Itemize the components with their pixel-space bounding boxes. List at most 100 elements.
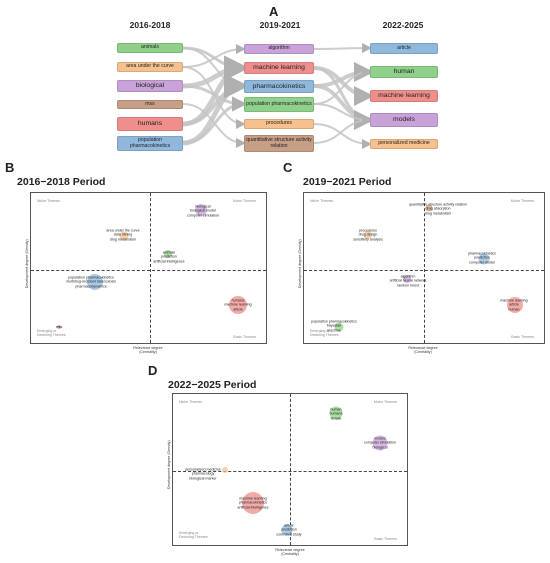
bubble-label-line: machine learning <box>239 496 267 501</box>
motor-label: Motor Themes <box>232 199 256 203</box>
niche-label: Niche Themes <box>37 199 61 203</box>
sankey-col-head-1: 2016-2018 <box>129 20 171 30</box>
panel-d-plot: Niche Themes Motor Themes Emerging or De… <box>172 393 408 546</box>
bubble-label-line: controlled study <box>276 532 302 537</box>
sankey-node: pharmacokinetics <box>244 80 314 93</box>
sankey-node: biological <box>117 80 183 92</box>
bubble-label: quantitative structure activity relation… <box>409 203 467 216</box>
theme-bubble <box>87 274 103 290</box>
theme-bubble <box>195 204 207 216</box>
bubble-label-line: drug absorption <box>425 206 451 211</box>
y-axis-label: Development degree (Density) <box>297 239 302 289</box>
bubble-label-line: animals <box>162 250 176 255</box>
theme-bubble <box>425 204 433 212</box>
bubble-label-line: female <box>330 416 342 421</box>
sankey-node: population pharmacokinetics <box>117 136 183 151</box>
bubble-label-line: machine learning <box>224 302 252 307</box>
bubble-label-line: article <box>233 307 243 312</box>
bubble-label-line: human <box>330 407 342 412</box>
bubble-label-line: article <box>509 302 519 307</box>
bubble-label-line: bayesian <box>326 323 342 328</box>
bubble-label-line: artificial neural network <box>389 278 427 283</box>
node-label: procedures <box>266 120 292 127</box>
bubble-label-line: multidrug-resistant tuberculosis <box>66 279 116 284</box>
bubble-label-line: algorithm <box>400 274 416 279</box>
bubble-label-line: procedures <box>359 228 377 233</box>
theme-bubble <box>478 253 490 265</box>
bubble-label-line: quantitative structure activity relation <box>408 202 468 207</box>
bubble-label-line: pharmacokinetics <box>239 500 267 505</box>
x-divider <box>150 193 151 343</box>
flow <box>313 43 372 54</box>
sankey-node: area under the curve <box>117 62 183 72</box>
bubble-label-line: humans <box>329 411 343 416</box>
bubble-label-line: population pharmacokinetics <box>68 275 114 280</box>
basic-label: Basic Themes <box>511 334 534 339</box>
node-label: biological <box>135 82 165 90</box>
panel-c-plot: Niche Themes Motor Themes Emerging or De… <box>303 192 545 344</box>
theme-bubble <box>222 467 228 473</box>
bubble-label-line: article <box>284 523 294 528</box>
flow <box>313 123 372 149</box>
y-axis-label: Development degree (Density) <box>166 440 171 490</box>
bubble-label-line: pharmacokinetics <box>468 251 496 256</box>
node-label: models <box>393 116 415 124</box>
bubble-label: mss <box>56 325 63 329</box>
flow <box>313 115 372 144</box>
theme-bubble <box>242 492 264 514</box>
panel-b-letter: B <box>5 160 15 175</box>
bubble-label-line: biological <box>372 445 388 450</box>
theme-bubble <box>57 325 61 329</box>
node-label: personalized medicine <box>378 140 430 147</box>
bubble-label-line: prediction <box>161 254 177 259</box>
sankey-node: population pharmacokinetics <box>244 97 314 112</box>
panel-b-plot: Niche Themes Motor Themes Emerging or De… <box>30 192 267 344</box>
panel-d-title: 2022−2025 Period <box>168 379 257 391</box>
bubble-label-line: computer simulation <box>186 213 220 218</box>
bubble-label-line: human <box>508 307 520 312</box>
bubble-label-line: biological marker <box>189 476 217 481</box>
panel-c-title: 2019−2021 Period <box>303 176 392 188</box>
node-label: area under the curve <box>126 63 174 70</box>
bubble-label-line: population pharmacokinetics <box>311 319 357 324</box>
node-label: machine learning <box>253 64 305 72</box>
y-divider <box>304 270 544 271</box>
theme-bubble <box>372 435 388 451</box>
bubble-label-line: data mining <box>113 232 133 237</box>
sankey-node: models <box>370 113 438 127</box>
bubble-label-line: machine <box>327 328 341 333</box>
theme-bubble <box>329 406 343 420</box>
sankey-node: machine learning <box>370 90 438 102</box>
bubble-label-line: drug metabolism <box>109 237 137 242</box>
bubble-label-line: computer simulation <box>363 440 397 445</box>
x-axis-label: Relevance degree (Centrality) <box>408 346 438 355</box>
flow <box>182 44 246 68</box>
flow <box>313 67 372 105</box>
motor-label: Motor Themes <box>510 199 534 203</box>
basic-label: Basic Themes <box>374 536 397 541</box>
sankey-flows <box>182 43 374 149</box>
sankey-node: human <box>370 66 438 78</box>
sankey-node: procedures <box>244 119 314 129</box>
bubble-label-line: pharmacology <box>191 471 215 476</box>
panel-c-letter: C <box>283 160 293 175</box>
x-axis-label: Relevance degree (Centrality) <box>275 548 305 557</box>
sankey-col-head-2: 2019-2021 <box>259 20 301 30</box>
sankey-node: mss <box>117 100 183 109</box>
bubble-label-line: personalized medicine <box>185 467 221 472</box>
node-label: animals <box>141 44 159 51</box>
sankey-node: humans <box>117 117 183 131</box>
theme-bubble <box>119 231 129 241</box>
sankey-node: animals <box>117 43 183 53</box>
node-label: machine learning <box>378 92 430 100</box>
bubble-label-line: mss <box>55 324 63 329</box>
theme-bubble <box>229 296 247 314</box>
y-divider <box>173 471 407 472</box>
